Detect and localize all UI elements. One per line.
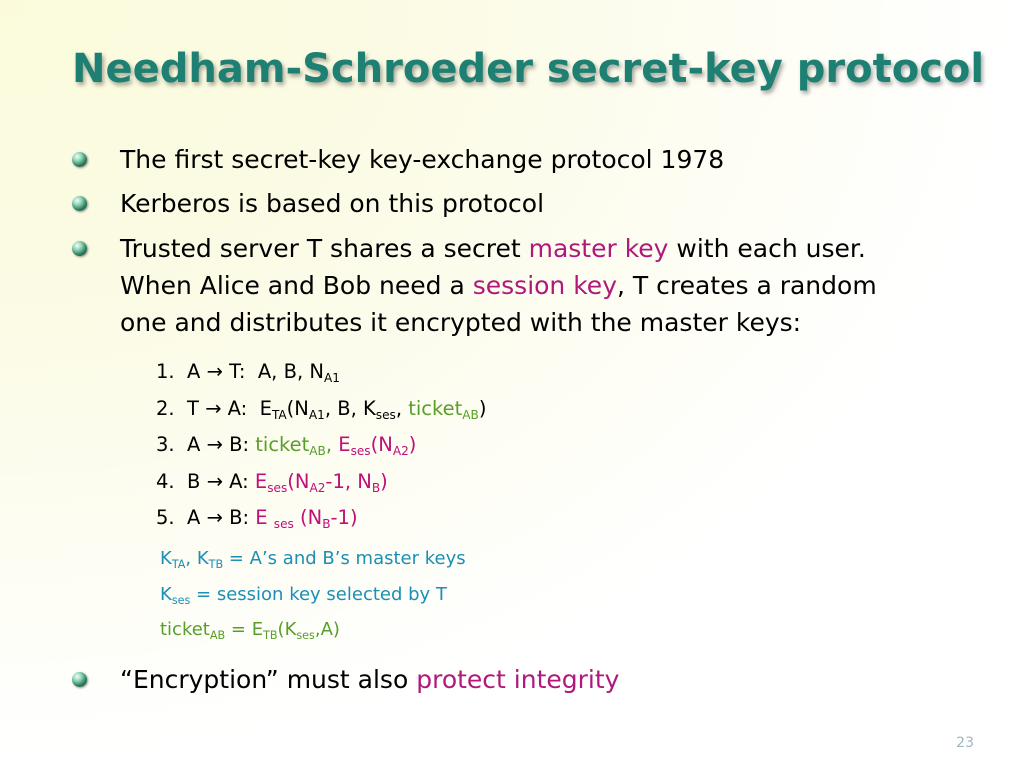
bullet-text: Kerberos is based on this protocol bbox=[120, 189, 545, 218]
step-number: 4. bbox=[156, 469, 175, 493]
bullet-item-trusted-server: Trusted server T shares a secret master … bbox=[72, 230, 980, 341]
protocol-step-4: 4. B → A: Eses(NA2-1, NB) bbox=[156, 464, 486, 501]
step-flow: T → A: bbox=[187, 396, 248, 420]
step-flow: A → B: bbox=[187, 433, 250, 456]
subscript: A1 bbox=[308, 407, 325, 422]
ticket-term: ticketAB, bbox=[255, 433, 333, 459]
step-number: 5. bbox=[156, 506, 175, 529]
highlight-protect-integrity: protect integrity bbox=[416, 665, 620, 694]
text-run: , T creates a random bbox=[617, 271, 877, 300]
text-run: (N bbox=[286, 396, 309, 420]
ticket-term: ticketAB bbox=[408, 396, 479, 422]
text-run: , B, K bbox=[324, 396, 376, 420]
subscript: TA bbox=[271, 407, 287, 422]
step-number: 3. bbox=[156, 433, 175, 456]
step-flow: B → A: bbox=[187, 469, 249, 493]
page-number: 23 bbox=[956, 735, 974, 751]
bullet-text: The first secret-key key-exchange protoc… bbox=[120, 145, 725, 174]
text-run: E bbox=[259, 396, 272, 420]
bullet-line: When Alice and Bob need a session key, T… bbox=[120, 267, 980, 304]
text-run: Trusted server T shares a secret bbox=[120, 234, 529, 263]
definition-session-key: Kses = session key selected by T bbox=[160, 583, 447, 607]
bullet-line: Trusted server T shares a secret master … bbox=[120, 230, 980, 267]
slide-title: Needham-Schroeder secret-key protocol bbox=[72, 46, 985, 92]
step-number: 1. bbox=[156, 360, 175, 383]
step-flow: A → B: bbox=[187, 506, 250, 529]
subscript: A1 bbox=[323, 371, 340, 386]
text-run: with each user. bbox=[668, 234, 866, 263]
definition-ticket: ticketAB = ETB(Kses,A) bbox=[160, 619, 340, 642]
bullet-item-first-protocol: The first secret-key key-exchange protoc… bbox=[72, 141, 980, 178]
protocol-step-2: 2. T → A: ETA(NA1, B, Kses, ticketAB) bbox=[156, 391, 486, 428]
bullet-dot-icon bbox=[72, 672, 87, 687]
bullet-dot-icon bbox=[72, 152, 87, 167]
bullet-dot-icon bbox=[72, 196, 87, 211]
highlight-master-key: master key bbox=[528, 234, 669, 263]
text-run: A, B, N bbox=[257, 360, 324, 383]
text-run: , bbox=[395, 396, 409, 420]
protocol-steps: 1. A → T: A, B, NA1 2. T → A: ETA(NA1, B… bbox=[156, 354, 486, 537]
protocol-step-5: 5. A → B: E ses (NB-1) bbox=[156, 500, 486, 537]
protocol-step-1: 1. A → T: A, B, NA1 bbox=[156, 354, 486, 391]
highlight-session-key: session key bbox=[472, 271, 617, 300]
bullet-dot-icon bbox=[72, 241, 87, 256]
bullet-line: one and distributes it encrypted with th… bbox=[120, 304, 980, 341]
text-run: “Encryption” must also bbox=[120, 665, 417, 694]
bullet-item-kerberos: Kerberos is based on this protocol bbox=[72, 185, 980, 222]
step-number: 2. bbox=[156, 396, 175, 420]
encrypted-term: E ses (NB-1) bbox=[255, 506, 358, 532]
subscript: ses bbox=[375, 407, 396, 422]
encrypted-term: Eses(NA2-1, NB) bbox=[254, 469, 388, 495]
protocol-step-3: 3. A → B: ticketAB, Eses(NA2) bbox=[156, 427, 486, 464]
definition-master-keys: KTA, KTB = A’s and B’s master keys bbox=[160, 548, 466, 571]
definitions: KTA, KTB = A’s and B’s master keys Kses … bbox=[160, 541, 466, 648]
text-run: ) bbox=[478, 396, 487, 420]
step-flow: A → T: bbox=[187, 360, 246, 383]
bullet-item-integrity: “Encryption” must also protect integrity bbox=[72, 661, 980, 698]
text-run: When Alice and Bob need a bbox=[120, 271, 473, 300]
encrypted-term: Eses(NA2) bbox=[338, 433, 417, 459]
text-run: one and distributes it encrypted with th… bbox=[120, 308, 802, 337]
